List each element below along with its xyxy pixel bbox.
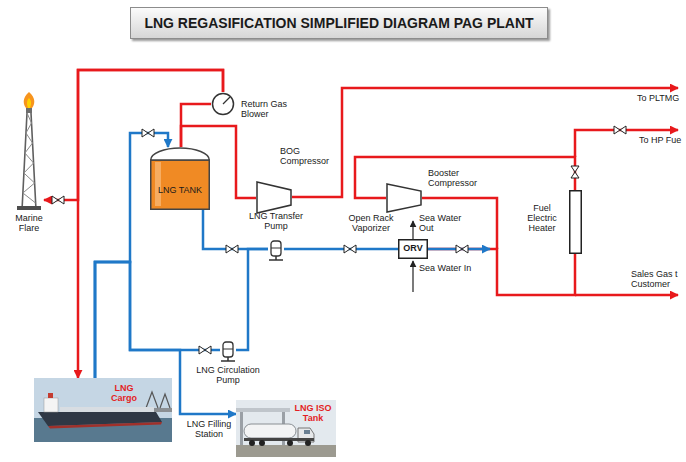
- shape-outline: [150, 147, 210, 210]
- canopy-pillar: [240, 412, 243, 445]
- compressor-symbol: BOG Compressor: [256, 181, 292, 214]
- pipe-connector: [284, 248, 398, 251]
- canopy-roof: [236, 408, 290, 412]
- wheel: [305, 440, 311, 446]
- loading-arm: [146, 392, 170, 408]
- truck-picture: LNG ISO Tank: [236, 400, 336, 457]
- equipment-label: LNG Circulation Pump: [192, 366, 264, 386]
- heater-box: Fuel Electric Heater: [569, 190, 582, 254]
- shape-outline: [268, 239, 284, 261]
- valve-symbol: [142, 129, 154, 137]
- picture-caption: LNG Cargo: [104, 384, 144, 404]
- diagram-title: LNG REGASIFICATION SIMPLIFIED DIAGRAM PA…: [144, 15, 533, 31]
- pump-symbol: LNG Transfer Pump: [268, 239, 284, 261]
- shape-outline: [14, 92, 44, 210]
- shape-outline: [211, 92, 235, 116]
- pipe-connector: [95, 262, 220, 378]
- lng-tank: LNG TANK: [150, 147, 210, 210]
- compressor-outline: [387, 184, 421, 212]
- pipe-label: To HP Fue: [638, 136, 682, 146]
- pipe-label: To PLTMG: [636, 94, 680, 104]
- tank-roof: [151, 148, 210, 160]
- tower-base: [17, 206, 41, 210]
- tank-shine: [155, 162, 161, 206]
- equipment-label: Booster Compressor: [428, 169, 486, 189]
- equipment-label: Marine Flare: [9, 214, 49, 234]
- tower-bracing: [23, 113, 36, 203]
- valve-symbol: [344, 245, 356, 253]
- pipe-label: LNG Filling Station: [182, 420, 236, 440]
- vaporizer-box: ORV: [398, 239, 428, 259]
- equipment-label: LNG Transfer Pump: [241, 212, 311, 232]
- compressor-outline: [257, 182, 291, 213]
- picture-caption: LNG ISO Tank: [292, 404, 334, 424]
- valve-symbol: [226, 245, 238, 253]
- chassis: [244, 438, 314, 441]
- sky: [34, 378, 172, 442]
- iso-tank: [244, 424, 296, 438]
- superstructure: [44, 398, 58, 412]
- valve-symbol: [614, 126, 626, 134]
- ground: [236, 445, 336, 457]
- shape-outline: [386, 183, 422, 213]
- equipment-label: BOG Compressor: [280, 147, 336, 167]
- pipe-connector: [78, 70, 223, 378]
- compressor-symbol: Booster Compressor: [386, 183, 422, 213]
- pump-body: [271, 241, 281, 256]
- valve-symbol: [199, 346, 211, 354]
- pipe-label: Sea Water In: [418, 264, 472, 274]
- cab-window: [304, 430, 310, 434]
- gas-pipe: [575, 294, 678, 297]
- pump-band: [223, 349, 233, 350]
- shape-outline: [256, 181, 292, 214]
- valve-symbol: [456, 245, 468, 253]
- sea-water-line: [412, 261, 413, 292]
- valve-symbol: [571, 166, 579, 178]
- flame: [24, 92, 35, 108]
- sky: [236, 400, 336, 457]
- equipment-label: Fuel Electric Heater: [520, 204, 564, 234]
- shape-outline: [220, 340, 236, 362]
- equipment-tag: ORV: [403, 244, 422, 254]
- sea-water-line: [412, 221, 413, 239]
- flare-tip: [26, 108, 32, 113]
- equipment-label: Return Gas Blower: [241, 100, 305, 120]
- pump-band: [271, 248, 281, 249]
- box-outline: [399, 240, 428, 259]
- pump-base: [269, 256, 283, 260]
- gas-pipe: [292, 88, 678, 197]
- pipe-label: Sales Gas t Customer: [630, 270, 686, 290]
- shape-outline: [34, 378, 172, 442]
- flare-stack: Marine Flare: [14, 92, 44, 210]
- hull-boot: [48, 422, 162, 429]
- blower-symbol: Return Gas Blower: [211, 92, 235, 116]
- valve-symbol: [52, 196, 64, 204]
- blower-casing: [213, 94, 234, 115]
- title-box: LNG REGASIFICATION SIMPLIFIED DIAGRAM PA…: [130, 7, 548, 39]
- pump-symbol: LNG Circulation Pump: [220, 340, 236, 362]
- wheel: [259, 440, 265, 446]
- pipe-connector: [236, 249, 268, 350]
- flame-core: [27, 98, 31, 108]
- ship-picture: LNG Cargo: [34, 378, 172, 442]
- pipe-label: Sea Water Out: [418, 214, 468, 234]
- tower-legs: [22, 113, 36, 210]
- wheel: [287, 440, 293, 446]
- wheel: [249, 440, 255, 446]
- shape-outline: [569, 190, 582, 254]
- pump-base: [221, 357, 235, 361]
- box-outline: [570, 191, 582, 254]
- funnel: [48, 393, 53, 398]
- pump-body: [223, 342, 233, 357]
- cargo-trunk: [60, 407, 154, 412]
- tank-label: LNG TANK: [158, 186, 202, 196]
- blower-impeller: [223, 97, 230, 104]
- pipe-connector: [95, 133, 168, 378]
- tank-body: [151, 160, 210, 209]
- pipe-label: Open Rack Vaporizer: [343, 214, 399, 234]
